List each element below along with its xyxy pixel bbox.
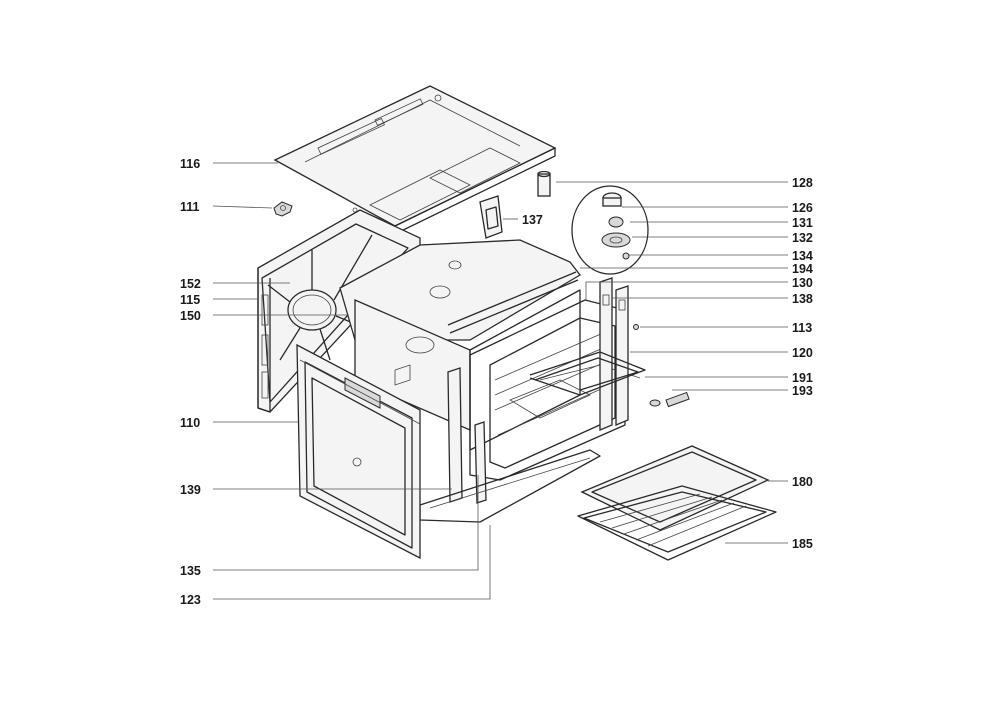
callout-120: 120 (792, 346, 813, 360)
bottom-pan (419, 449, 601, 523)
callout-134: 134 (792, 249, 813, 263)
callout-126: 126 (792, 201, 813, 215)
callout-180: 180 (792, 475, 813, 489)
callout-110: 110 (180, 416, 200, 430)
hinge-rail-left (447, 367, 487, 504)
callout-116: 116 (180, 157, 200, 171)
wire-rack (577, 485, 777, 561)
callout-128: 128 (792, 176, 813, 190)
thermostat-part (273, 201, 293, 217)
bracket-part (479, 195, 503, 239)
callout-111: 111 (180, 200, 200, 214)
callout-152: 152 (180, 277, 201, 291)
callout-135: 135 (180, 564, 201, 578)
oven-door (296, 343, 421, 560)
lamp-assembly (537, 170, 649, 330)
callout-193: 193 (792, 384, 813, 398)
callout-194: 194 (792, 262, 813, 276)
callout-138: 138 (792, 292, 813, 306)
callout-132: 132 (792, 231, 813, 245)
callout-115: 115 (180, 293, 200, 307)
leader-lines (212, 162, 788, 600)
callout-191: 191 (792, 371, 813, 385)
oven-cavity (339, 239, 581, 451)
grill-element (529, 351, 646, 396)
callout-130: 130 (792, 276, 813, 290)
callout-139: 139 (180, 483, 201, 497)
callout-labels: 116 111 152 115 150 110 139 135 123 137 … (180, 157, 813, 607)
callout-113: 113 (792, 321, 812, 335)
front-frame (469, 299, 641, 481)
callout-131: 131 (792, 216, 813, 230)
callout-150: 150 (180, 309, 201, 323)
temperature-sensor (649, 391, 690, 408)
callout-185: 185 (792, 537, 813, 551)
callout-137: 137 (522, 213, 543, 227)
callout-123: 123 (180, 593, 201, 607)
top-cover-panel (273, 85, 557, 235)
